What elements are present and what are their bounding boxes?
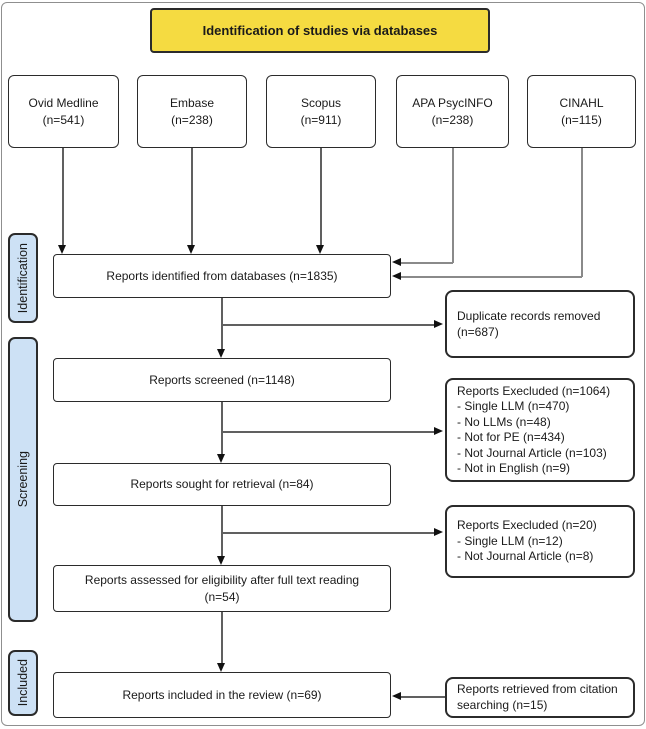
arrowhead-left-icon: [392, 258, 401, 266]
side-box-citation-searching: Reports retrieved from citation searchin…: [445, 677, 635, 718]
connector-scopus-to-identified: [320, 148, 322, 246]
database-box-embase: Embase (n=238): [137, 75, 247, 148]
connector-psycinfo-elbow-vertical: [452, 148, 454, 263]
side-box-text: Duplicate records removed (n=687): [457, 308, 601, 339]
arrowhead-left-icon: [392, 272, 401, 280]
connector-cinahl-elbow-vertical: [581, 148, 583, 277]
excluded-item: - Single LLM (n=470): [457, 399, 570, 413]
flow-box-text: Reports screened (n=1148): [149, 372, 295, 387]
connector-psycinfo-elbow-horizontal: [401, 262, 453, 264]
database-box-apa-psycinfo: APA PsycINFO (n=238): [396, 75, 509, 148]
stage-label-text: Screening: [16, 451, 30, 508]
flow-box-screened: Reports screened (n=1148): [53, 358, 391, 402]
database-name: Ovid Medline: [28, 96, 99, 111]
flow-box-text: Reports included in the review (n=69): [122, 687, 322, 702]
excluded-item: - Single LLM (n=12): [457, 533, 563, 548]
stage-label-included: Included: [8, 650, 38, 716]
connector-branch-to-duplicates: [221, 324, 435, 326]
database-name: Scopus: [300, 96, 342, 111]
arrowhead-down-icon: [316, 245, 324, 254]
arrowhead-left-icon: [392, 692, 401, 700]
excluded-title: Reports Execluded (n=1064): [457, 383, 611, 398]
connector-cinahl-elbow-horizontal: [401, 276, 582, 278]
connector-assessed-to-included: [221, 612, 223, 664]
arrowhead-right-icon: [434, 427, 443, 435]
stage-label-identification: Identification: [8, 233, 38, 323]
database-box-scopus: Scopus (n=911): [266, 75, 376, 148]
diagram-title: Identification of studies via databases: [202, 23, 438, 38]
connector-screened-to-sought: [221, 402, 223, 455]
flow-box-text: Reports identified from databases (n=183…: [106, 268, 338, 283]
database-name: CINAHL: [559, 96, 604, 111]
arrowhead-down-icon: [217, 349, 225, 358]
connector-branch-to-excluded1: [221, 431, 435, 433]
database-count: (n=238): [171, 112, 213, 127]
side-box-excluded-screening: Reports Execluded (n=1064) - Single LLM …: [445, 378, 635, 482]
diagram-title-banner: Identification of studies via databases: [150, 8, 490, 53]
excluded-title: Reports Execluded (n=20): [457, 518, 597, 533]
excluded-item: - Not for PE (n=434): [457, 430, 565, 444]
flow-box-identified: Reports identified from databases (n=183…: [53, 254, 391, 298]
flow-box-included: Reports included in the review (n=69): [53, 672, 391, 718]
excluded-item: - Not Journal Article (n=103): [457, 445, 607, 460]
flow-box-sought: Reports sought for retrieval (n=84): [53, 463, 391, 506]
database-box-ovid-medline: Ovid Medline (n=541): [8, 75, 119, 148]
side-box-text: Reports retrieved from citation searchin…: [457, 682, 618, 712]
flow-box-text: Reports assessed for eligibility after f…: [84, 573, 360, 604]
database-count: (n=911): [300, 112, 342, 127]
stage-label-text: Identification: [16, 242, 30, 314]
stage-label-screening: Screening: [8, 337, 38, 622]
connector-ovid-to-identified: [62, 148, 64, 246]
stage-label-text: Included: [16, 659, 30, 707]
arrowhead-down-icon: [217, 556, 225, 565]
side-box-excluded-fulltext: Reports Execluded (n=20) - Single LLM (n…: [445, 505, 635, 578]
database-name: Embase: [169, 96, 215, 111]
connector-embase-to-identified: [191, 148, 193, 246]
excluded-item: - No LLMs (n=48): [457, 414, 551, 429]
connector-citation-to-included: [401, 696, 445, 698]
excluded-item: - Not Journal Article (n=8): [457, 549, 594, 564]
database-name: APA PsycINFO: [412, 96, 493, 111]
arrowhead-down-icon: [217, 454, 225, 463]
side-box-duplicates: Duplicate records removed (n=687): [445, 290, 635, 358]
arrowhead-down-icon: [187, 245, 195, 254]
arrowhead-down-icon: [58, 245, 66, 254]
excluded-item: - Not in English (n=9): [457, 461, 571, 475]
database-count: (n=541): [42, 112, 85, 127]
arrowhead-right-icon: [434, 528, 443, 536]
flow-box-assessed: Reports assessed for eligibility after f…: [53, 565, 391, 612]
arrowhead-right-icon: [434, 320, 443, 328]
arrowhead-down-icon: [217, 663, 225, 672]
flow-box-text: Reports sought for retrieval (n=84): [130, 477, 314, 492]
database-count: (n=238): [431, 112, 474, 127]
connector-sought-to-assessed: [221, 506, 223, 557]
database-count: (n=115): [561, 112, 602, 127]
database-box-cinahl: CINAHL (n=115): [527, 75, 636, 148]
connector-branch-to-excluded2: [221, 532, 435, 534]
